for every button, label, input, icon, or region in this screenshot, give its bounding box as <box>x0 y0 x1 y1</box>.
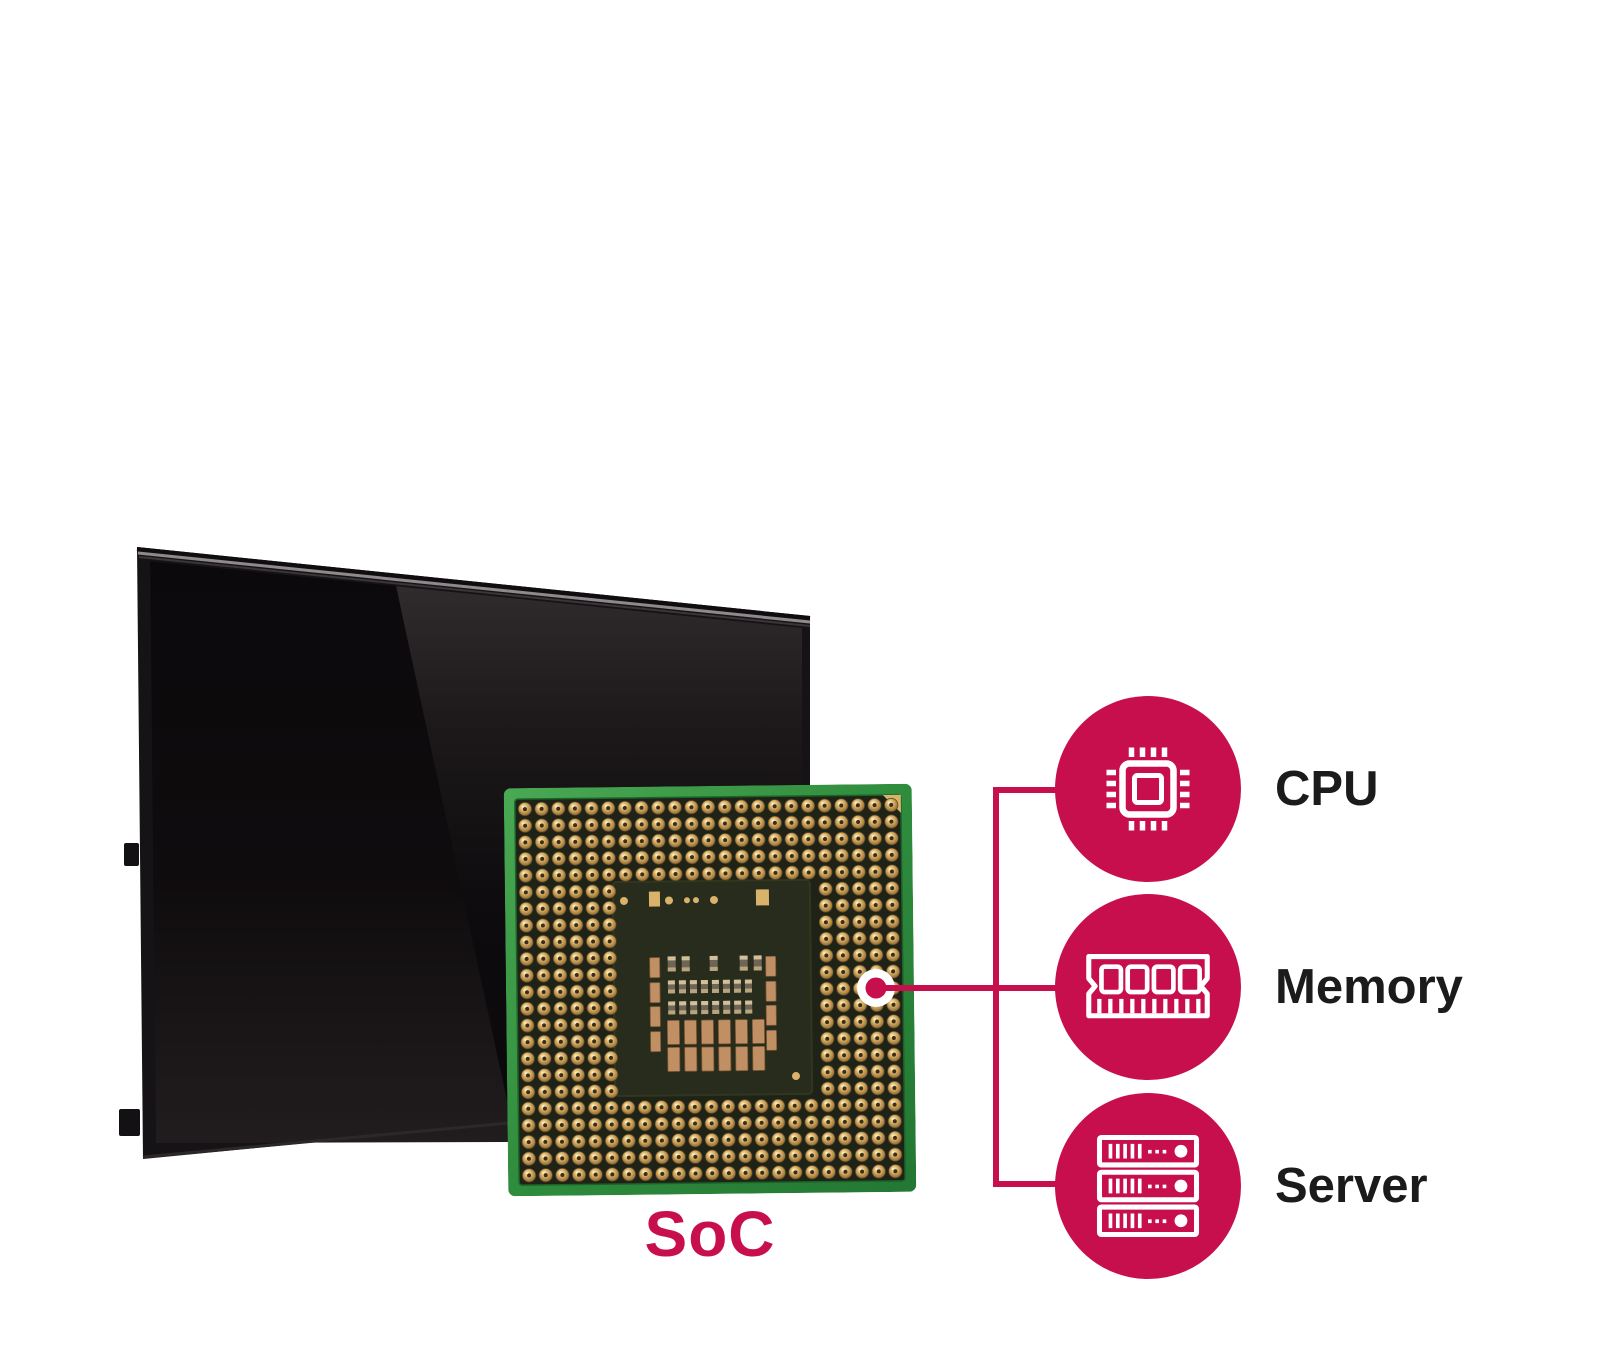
soc-label: SoC <box>644 1198 776 1270</box>
tv-top-highlight <box>137 551 811 624</box>
die-components <box>619 889 800 1081</box>
memory-module-icon <box>1086 954 1210 1019</box>
tv-top-edge <box>136 547 811 620</box>
pin-grid <box>517 797 903 1183</box>
feature-server: Server <box>1055 1093 1428 1279</box>
memory-badge <box>1055 894 1241 1080</box>
server-badge <box>1055 1093 1241 1279</box>
tv-bottom-edge <box>142 1120 521 1159</box>
feature-label-server: Server <box>1275 1159 1428 1213</box>
tv-screen-reflection <box>150 561 516 1143</box>
wall-mount-tab-top <box>124 843 139 866</box>
feature-label-cpu: CPU <box>1275 762 1379 816</box>
feature-label-memory: Memory <box>1275 960 1463 1014</box>
feature-memory: Memory <box>1055 894 1463 1080</box>
soc-chip-graphic <box>503 783 917 1197</box>
wall-mount-tab-bottom <box>119 1109 140 1136</box>
soc-chip <box>503 783 917 1197</box>
cpu-chip-icon <box>1106 747 1190 831</box>
tv-top-shade <box>138 556 811 627</box>
cpu-badge <box>1055 696 1241 882</box>
feature-cpu: CPU <box>1055 696 1378 882</box>
server-rack-icon <box>1096 1134 1200 1238</box>
